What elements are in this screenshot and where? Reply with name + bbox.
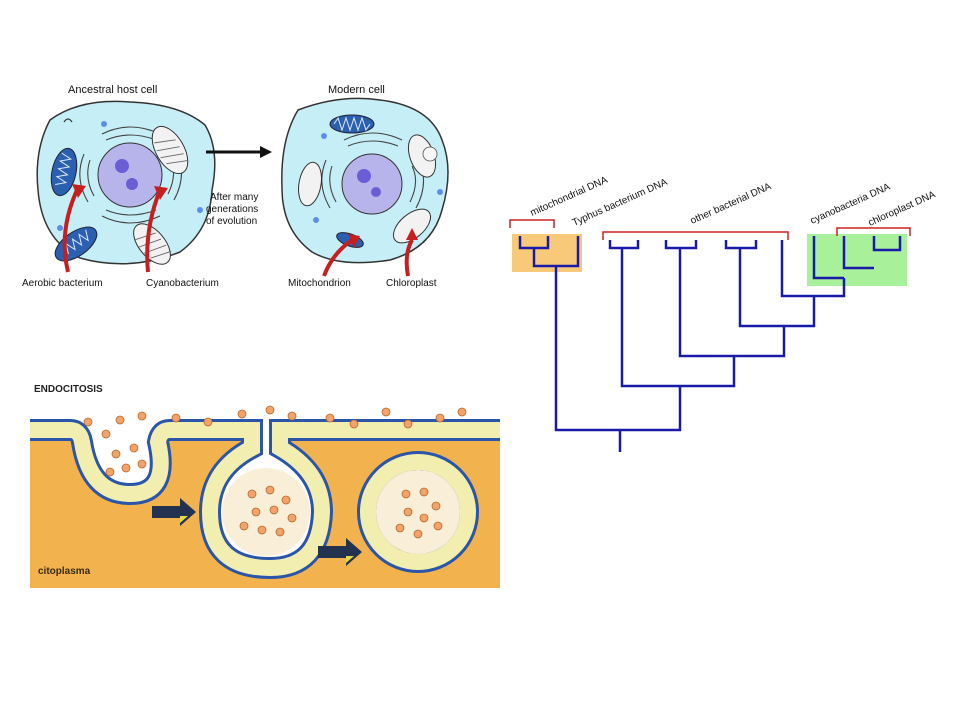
extracellular-particles xyxy=(83,405,467,477)
cyanobacterium-label: Cyanobacterium xyxy=(146,278,219,289)
ancestral-nucleus xyxy=(97,142,163,208)
modern-cell-label: Modern cell xyxy=(328,84,385,96)
bracket-mitochondrial xyxy=(509,219,555,228)
tree-branches xyxy=(518,236,902,452)
ancestral-host-cell-label: Ancestral host cell xyxy=(68,84,158,96)
process-arrow-2 xyxy=(318,538,362,566)
tree-svg: mitochondrial DNA Typhus bacterium DNA o… xyxy=(509,175,938,452)
modern-nucleus xyxy=(341,153,403,215)
modern-chloroplast-left xyxy=(298,161,322,207)
modern-chloroplast-bottom xyxy=(392,208,432,244)
endosymbiosis-svg xyxy=(36,97,449,277)
aerobic-bacterium-label: Aerobic bacterium xyxy=(22,278,103,289)
chloro-arrow xyxy=(404,239,414,277)
aerobic-arrow xyxy=(62,187,80,273)
chloroplast-label: Chloroplast xyxy=(386,278,437,289)
arrow-text-line-1: After many xyxy=(210,192,259,203)
mitochondrion-label: Mitochondrion xyxy=(288,278,351,289)
cyanobacterium xyxy=(133,223,171,265)
phylogenetic-tree: mitochondrial DNA Typhus bacterium DNA o… xyxy=(480,140,940,460)
arrow-text-line-3: of evolution xyxy=(206,216,258,227)
endocytosis-title: ENDOCITOSIS xyxy=(34,384,103,395)
arrow-text-line-2: generations xyxy=(206,204,259,215)
bracket-chloroplast xyxy=(836,227,911,236)
process-arrow-1 xyxy=(152,498,196,526)
endocytosis-diagram: ENDOCITOSIS citoplasma xyxy=(30,382,500,588)
tree-label-other-bacterial: other bacterial DNA xyxy=(689,181,773,227)
endocytosis-svg xyxy=(30,405,500,588)
mito-arrow xyxy=(322,238,354,277)
cyano-arrow xyxy=(145,189,162,273)
bracket-other-bacterial xyxy=(602,231,789,240)
endosymbiosis-diagram: Ancestral host cell Modern cell After ma… xyxy=(20,80,470,295)
forming-vesicle-lumen xyxy=(222,468,310,556)
cytoplasm-label: citoplasma xyxy=(38,566,91,577)
vesicle-lumen xyxy=(376,470,460,554)
vesicle-particles xyxy=(239,485,443,539)
